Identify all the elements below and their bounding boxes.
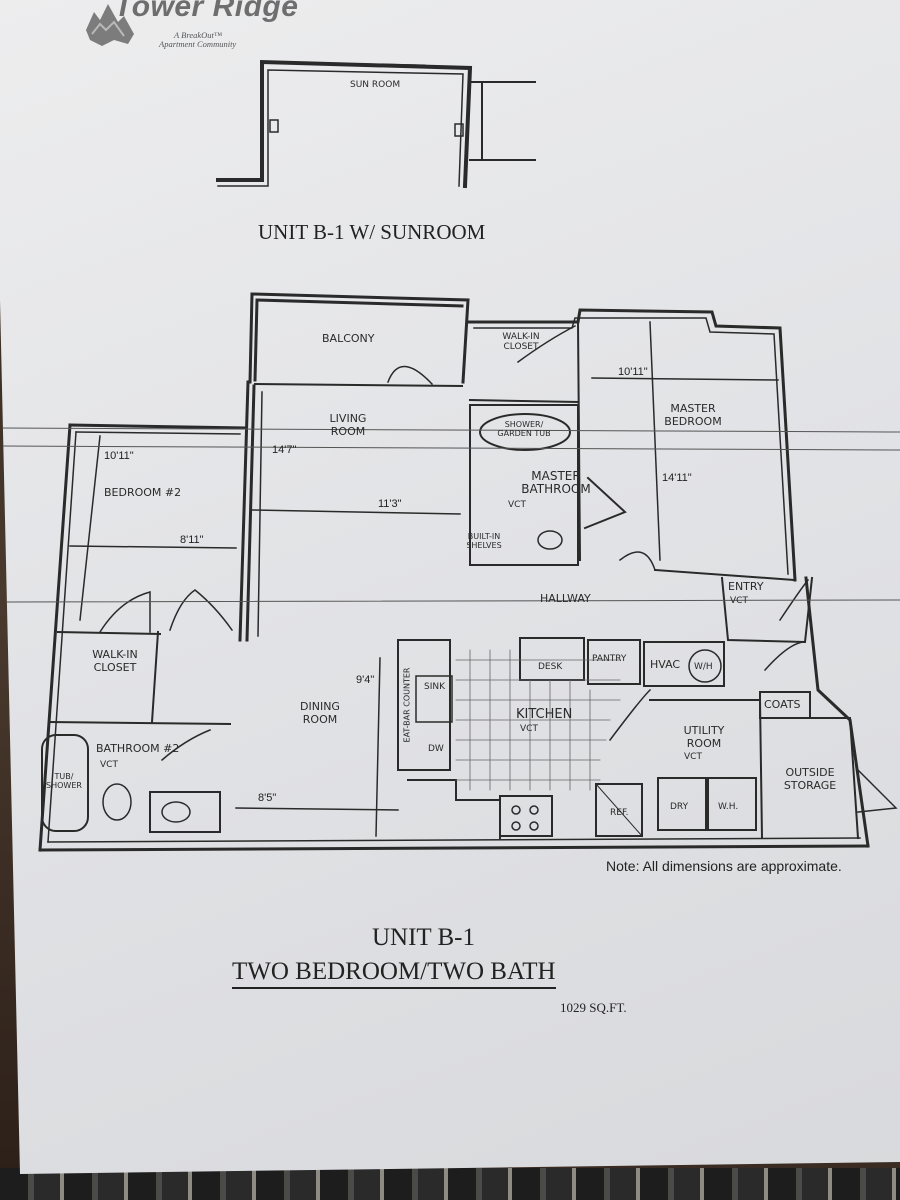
living-depth-dimension: 14'7"	[272, 444, 297, 456]
master-bath-floor-label: VCT	[508, 500, 526, 510]
background-table-bottom	[0, 1168, 900, 1200]
master-width-dimension: 10'11"	[618, 366, 648, 378]
master-walkin-closet-label: WALK-IN CLOSET	[502, 332, 540, 352]
tower-ridge-logo: Tower Ridge A BreakOut™ Apartment Commun…	[84, 0, 344, 52]
dining-room-label: DINING ROOM	[300, 700, 340, 726]
unit-area: 1029 SQ.FT.	[560, 1000, 627, 1015]
logo-subtitle: Apartment Community	[159, 39, 237, 49]
dining-depth-dimension: 9'4"	[356, 674, 375, 686]
unit-name: UNIT B-1	[372, 924, 476, 951]
kitchen-tiles	[455, 649, 621, 791]
logo-title: Tower Ridge	[114, 0, 299, 23]
kitchen-floor-label: VCT	[520, 724, 538, 734]
living-width-dimension: 11'3"	[378, 498, 402, 510]
dimensions-note: Note: All dimensions are approximate.	[606, 858, 842, 874]
sunroom-label: SUN ROOM	[350, 80, 401, 90]
master-bedroom-label: MASTER BEDROOM	[664, 402, 722, 428]
sunroom-walls	[216, 59, 536, 189]
balcony-label: BALCONY	[322, 332, 375, 345]
sunroom-caption: UNIT B-1 W/ SUNROOM	[258, 220, 486, 244]
refrigerator-label: REF.	[610, 808, 629, 818]
entry-label: ENTRY	[728, 580, 764, 593]
bedroom2-label: BEDROOM #2	[104, 486, 182, 499]
bathroom2-label: BATHROOM #2	[96, 742, 180, 755]
bedroom2-length-dimension: 10'11"	[104, 450, 134, 462]
master-length-dimension: 14'11"	[662, 472, 692, 484]
unit-type: TWO BEDROOM/TWO BATH	[232, 958, 556, 989]
hvac-label: HVAC	[650, 658, 681, 671]
master-bathroom-label: MASTER BATHROOM	[521, 469, 591, 496]
entry-floor-label: VCT	[730, 596, 748, 606]
bedroom2-width-dimension: 8'11"	[180, 534, 204, 546]
eat-bar-label: EAT-BAR COUNTER	[402, 667, 412, 743]
bathroom2-floor-label: VCT	[100, 760, 118, 770]
coats-label: COATS	[764, 698, 801, 711]
utility-room-label: UTILITY ROOM	[683, 724, 725, 750]
built-in-shelves-label: BUILT-IN SHELVES	[466, 532, 502, 550]
desk-label: DESK	[538, 662, 563, 672]
hallway-label: HALLWAY	[540, 592, 591, 605]
washer-label: W.H.	[718, 802, 739, 812]
bedroom2-walkin-closet-label: WALK-IN CLOSET	[92, 648, 138, 674]
water-heater-label: W/H	[694, 662, 713, 672]
main-plan-walls	[38, 292, 898, 852]
logo-mountain-icon	[86, 4, 134, 46]
sink-label: SINK	[424, 682, 446, 692]
logo-tagline: A BreakOut™	[174, 30, 223, 40]
dishwasher-label: DW	[428, 744, 444, 754]
dimension-lines	[69, 321, 779, 837]
dryer-label: DRY	[670, 802, 689, 812]
living-room-label: LIVING ROOM	[329, 412, 367, 438]
utility-floor-label: VCT	[684, 752, 702, 762]
shower-tub-label: SHOWER/ GARDEN TUB	[497, 420, 551, 438]
tub-shower-label: TUB/ SHOWER	[46, 772, 82, 790]
kitchen-label: KITCHEN	[516, 707, 573, 722]
outside-storage-label: OUTSIDE STORAGE	[783, 766, 837, 792]
dining-width-dimension: 8'5"	[258, 792, 277, 804]
pantry-label: PANTRY	[592, 654, 627, 664]
